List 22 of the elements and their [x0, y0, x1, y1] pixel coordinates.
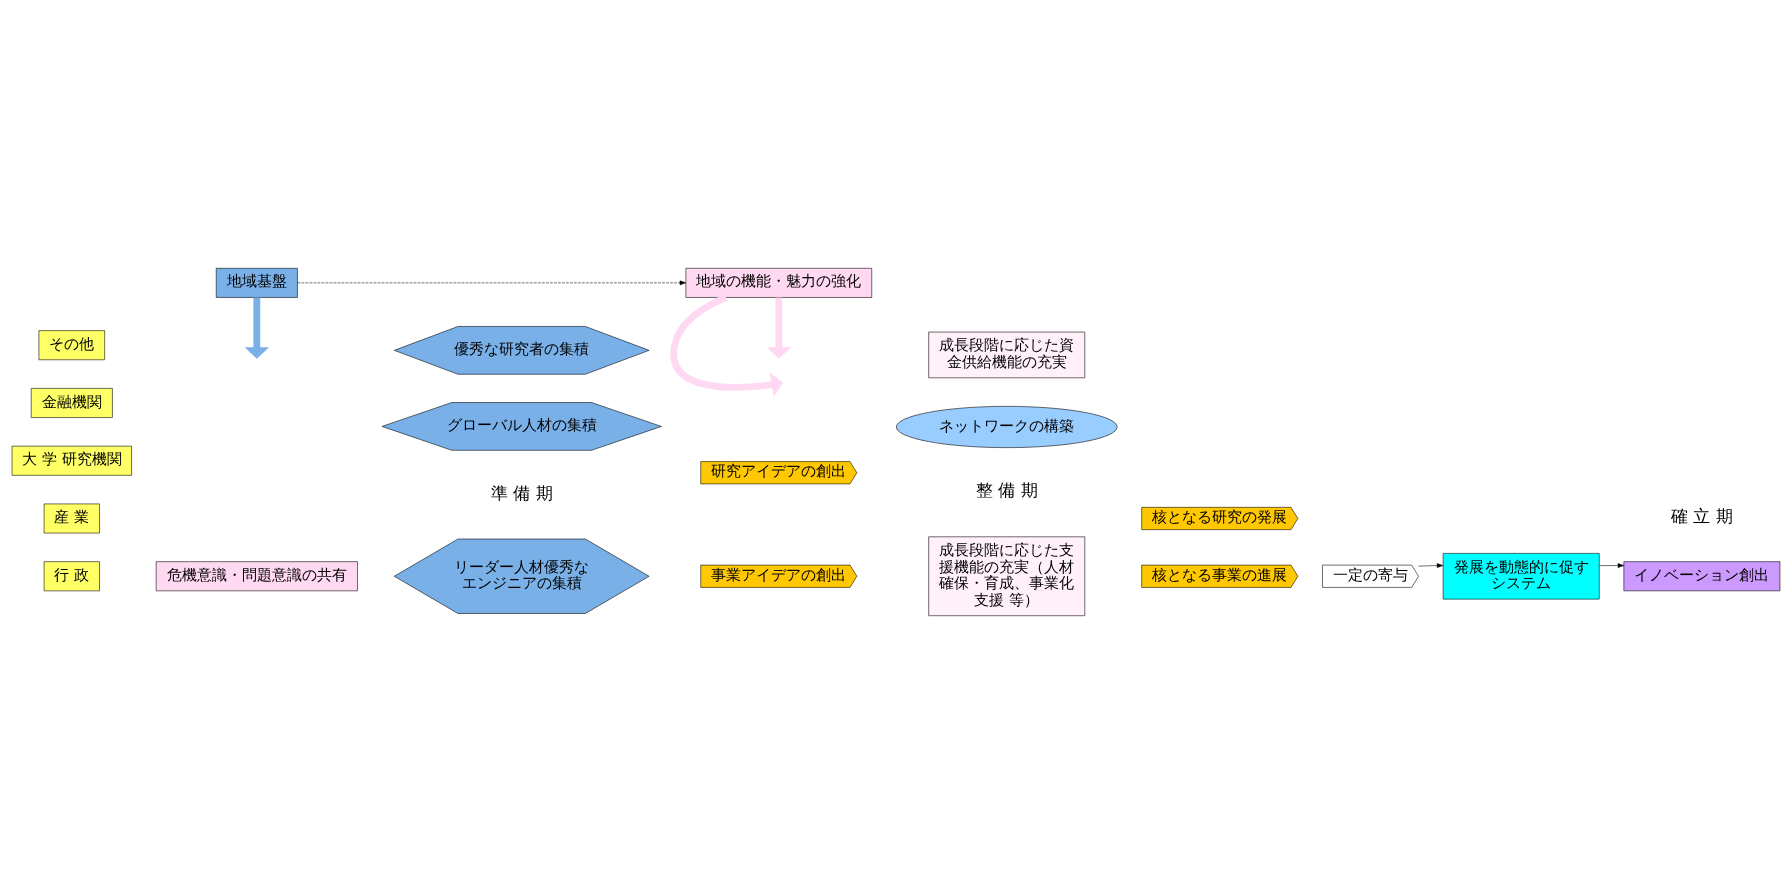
node-box: 行 政 [43, 560, 100, 591]
arrow [297, 280, 686, 285]
node-box: 金融機関 [30, 387, 113, 418]
label: 準 備 期 [490, 482, 553, 503]
node-box: 発展を動態的に促すシステム [1442, 552, 1600, 599]
arrow [1599, 562, 1625, 568]
node-box: 成長段階に応じた支援機能の充実（人材確保・育成、事業化支援 等） [928, 536, 1086, 616]
node-box: 地域基盤 [215, 267, 298, 298]
node-box: 成長段階に応じた資金供給機能の充実 [928, 331, 1086, 378]
node-box: 危機意識・問題意識の共有 [155, 560, 358, 591]
arrow [766, 297, 791, 359]
arrow [1418, 562, 1444, 568]
node-box: 地域の機能・魅力の強化 [685, 267, 873, 298]
node-box: 産 業 [43, 503, 100, 533]
label: 整 備 期 [975, 479, 1038, 500]
node-box: その他 [38, 329, 105, 360]
node-box: 大 学 研究機関 [11, 445, 132, 476]
node-box: イノベーション創出 [1623, 560, 1781, 591]
arrow [670, 293, 784, 397]
node-ellipse: ネットワークの構築 [896, 405, 1118, 448]
label: 確 立 期 [1670, 505, 1733, 526]
arrow [244, 297, 269, 359]
